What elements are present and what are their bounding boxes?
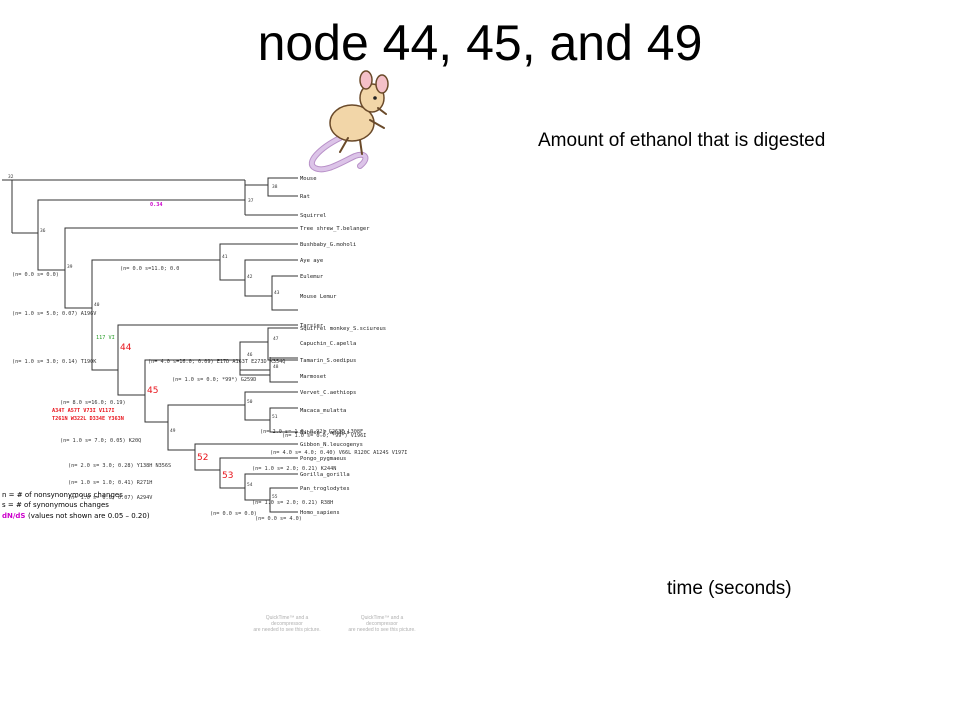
node-label: 54: [247, 482, 253, 488]
branch-label: (n= 1.0 s= 5.0; 0.07) A196V: [12, 311, 96, 317]
taxon-label: Squirrel monkey_S.sciureus: [300, 326, 386, 332]
taxon-label: Macaca_mulatta: [300, 408, 346, 414]
node-label: 37: [248, 198, 254, 204]
quicktime-placeholder-1: QuickTime™ and a decompressor are needed…: [253, 615, 321, 633]
node45-mutation-label: A34T A57T V73I V117I: [52, 408, 114, 414]
branch-label: (n= 1.0 s= 2.0; 0.21) R38H: [252, 500, 333, 506]
branch-label: (n= 1.0 s= 1.0; 0.41) R271H: [68, 480, 152, 486]
taxon-label: Tree shrew_T.belanger: [300, 226, 370, 232]
taxon-label: Aye aye: [300, 258, 323, 264]
taxon-label: Gibbon_N.leucogenys: [300, 442, 363, 448]
branch-label: (n= 1.0 s= 2.0; 0.21) K244N: [252, 466, 336, 472]
taxon-label: Pan_troglodytes: [300, 486, 350, 492]
taxon-label: Tarsier: [300, 323, 324, 329]
node-label: 39: [67, 264, 73, 270]
branch-label: (n= 1.0 s= 3.0; 0.14) T190K: [12, 359, 97, 365]
branch-label: (n= 4.0 s=16.0; 0.09) E17D A163T E273D K…: [148, 359, 285, 365]
node-label: 49: [170, 428, 176, 434]
node-label: 42: [247, 274, 253, 280]
mouse-illustration-icon: [308, 70, 389, 173]
node-label: 51: [272, 414, 278, 420]
node-label: 46: [247, 352, 253, 358]
branch-label: (n= 1.0 s= 6.0; 0.07) A294V: [68, 495, 152, 501]
taxon-label: Tamarin_S.oedipus: [300, 358, 356, 364]
node-label: 36: [40, 228, 46, 234]
node-label: 41: [222, 254, 228, 260]
node45-mutation-label: T261N W322L D334E Y363N: [52, 416, 124, 422]
quicktime-placeholder-2: QuickTime™ and a decompressor are needed…: [348, 615, 416, 633]
slide-title: node 44, 45, and 49: [257, 15, 703, 71]
branch-label: (n= 2.0 s= 1.0; 0.92) G263E L308F: [260, 429, 363, 435]
node-label-highlight: 45: [147, 386, 158, 396]
taxon-label: Gorilla_gorilla: [300, 472, 350, 478]
taxon-label: Marmoset: [300, 374, 327, 380]
legend-dnds-key: dN/dS: [2, 512, 25, 520]
taxon-label: Homo_sapiens: [300, 510, 340, 516]
chart-subtitle: Amount of ethanol that is digested: [538, 130, 826, 151]
taxon-label: Eulemur: [300, 274, 324, 280]
green-branch-label: 117 VI: [96, 335, 115, 341]
taxon-label: Pongo_pygmaeus: [300, 456, 346, 462]
branch-label: (n= 4.0 s= 4.0; 0.40) V66L R120C A124S V…: [270, 450, 407, 456]
branch-label: (n= 2.0 s= 3.0; 0.28) Y138H N356S: [68, 463, 171, 469]
branch-label: (n= 1.0 s= 0.0; *99*) G259D: [172, 377, 256, 383]
branch-label: (n= 8.0 s=16.0; 0.19): [60, 400, 126, 406]
branch-label: (n= 0.0 s= 4.0): [255, 516, 302, 522]
taxon-label: Squirrel: [300, 213, 327, 219]
node-label: 43: [274, 290, 280, 296]
node-label-highlight: 53: [222, 471, 233, 481]
node-label: 38: [272, 184, 278, 190]
node-label: 48: [273, 364, 279, 370]
taxon-label: Capuchin_C.apella: [300, 341, 356, 347]
node-label-highlight: 44: [120, 343, 132, 353]
time-axis-label: time (seconds): [667, 578, 792, 599]
taxon-label: Rat: [300, 194, 310, 200]
node-label: 40: [94, 302, 100, 308]
node-label: 55: [272, 494, 278, 500]
node-label: 50: [247, 399, 253, 405]
taxon-label: Baboon_P.anubis: [300, 430, 350, 436]
taxon-label: Vervet_C.aethiops: [300, 390, 356, 396]
branch-label: (n= 0.0 s= 0.0): [210, 511, 257, 517]
node-label: 32: [8, 174, 14, 180]
taxon-label: Mouse: [300, 176, 317, 182]
branch-label: (n= 1.0 s= 0.0; *99*) V196I: [282, 433, 366, 439]
legend-dnds-note: (values not shown are 0.05 – 0.20): [28, 512, 150, 520]
rodent-dnds-label: 0.34: [150, 202, 163, 208]
branch-label: (n= 1.0 s= 7.0; 0.05) K20Q: [60, 438, 141, 444]
branch-label: (n= 0.0 s= 0.0): [12, 272, 59, 278]
node-label-highlight: 52: [197, 453, 208, 463]
legend-entry: n = # of nonsynonymous changes: [2, 491, 123, 499]
node-label: 47: [273, 336, 279, 342]
taxon-label: Mouse Lemur: [300, 294, 337, 300]
legend-entry: s = # of synonymous changes: [2, 501, 109, 509]
branch-label: (n= 0.0 s=11.0; 0.0: [120, 266, 179, 272]
taxon-label: Bushbaby_G.moholi: [300, 242, 356, 248]
